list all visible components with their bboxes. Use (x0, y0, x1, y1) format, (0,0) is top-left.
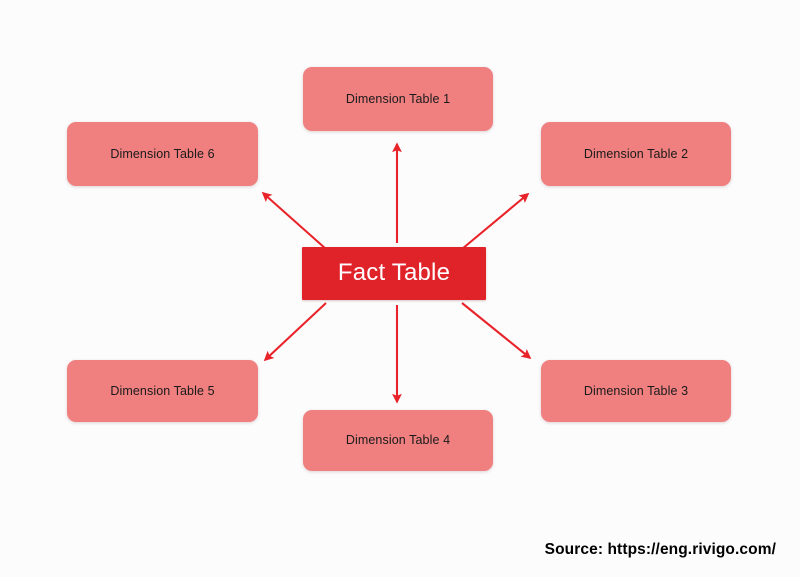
arrow-fact-to-dimension-2 (461, 192, 530, 250)
dimension-table-4-label: Dimension Table 4 (345, 433, 451, 447)
dimension-table-1-node[interactable]: Dimension Table 1 (303, 67, 493, 131)
dimension-table-1-label: Dimension Table 1 (345, 91, 451, 106)
arrow-fact-to-dimension-5 (263, 302, 327, 362)
dimension-table-2-label: Dimension Table 2 (583, 146, 689, 161)
dimension-table-5-label: Dimension Table 5 (110, 383, 215, 398)
fact-table-label: Fact Table (337, 259, 451, 287)
dimension-table-3-label: Dimension Table 3 (583, 383, 689, 398)
fact-table-node[interactable]: Fact Table (302, 247, 486, 300)
arrow-fact-to-dimension-3 (461, 302, 532, 360)
dimension-table-6-label: Dimension Table 6 (110, 146, 215, 161)
dimension-table-4-node[interactable]: Dimension Table 4 (303, 410, 493, 471)
dimension-table-5-node[interactable]: Dimension Table 5 (67, 360, 258, 422)
dimension-table-6-node[interactable]: Dimension Table 6 (67, 122, 258, 186)
source-attribution: Source: https://eng.rivigo.com/ (544, 541, 776, 558)
dimension-table-3-node[interactable]: Dimension Table 3 (541, 360, 731, 422)
dimension-table-2-node[interactable]: Dimension Table 2 (541, 122, 731, 186)
arrow-fact-to-dimension-6 (261, 191, 327, 250)
